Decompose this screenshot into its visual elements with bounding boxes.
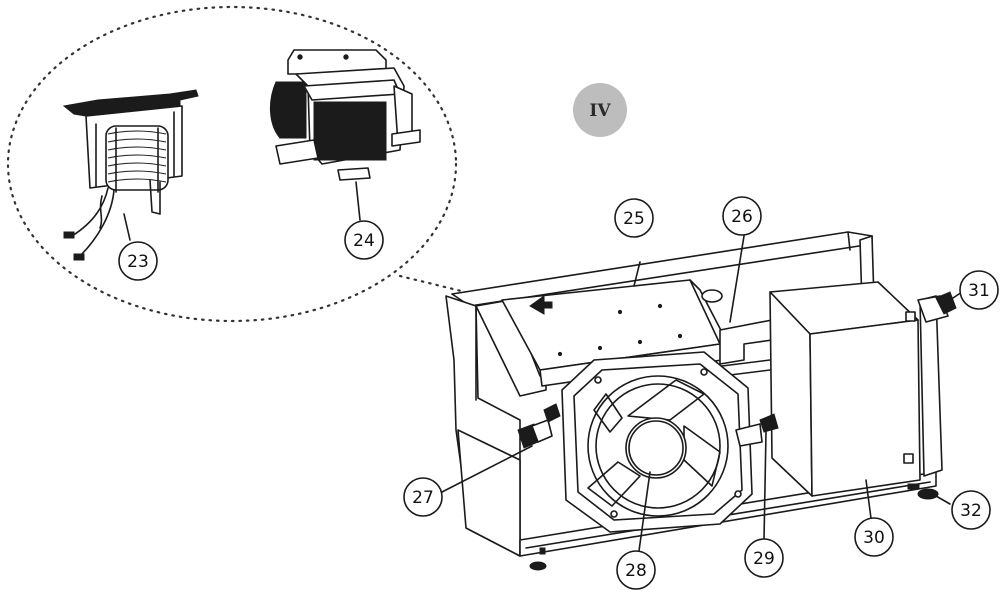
callout-label: 25: [623, 209, 645, 229]
callout-31: 31: [959, 270, 999, 310]
callout-label: 27: [412, 488, 434, 508]
callout-23: 23: [118, 241, 158, 281]
callout-label: 31: [968, 281, 990, 301]
callout-30: 30: [854, 517, 894, 557]
callout-25: 25: [614, 198, 654, 238]
transformer-part: [270, 49, 421, 221]
callout-label: 32: [960, 501, 982, 521]
section-badge: IV: [573, 83, 627, 137]
inductor-coil-part: [62, 89, 199, 261]
callout-label: 23: [127, 252, 149, 272]
callout-24: 24: [344, 220, 384, 260]
callout-label: 29: [753, 549, 775, 569]
mounting-screw-part: [735, 413, 779, 541]
section-badge-label: IV: [589, 101, 611, 121]
handle-screw-part: [441, 403, 561, 493]
callout-29: 29: [744, 538, 784, 578]
callout-26: 26: [722, 196, 762, 236]
cooling-fan-part: [561, 351, 753, 559]
callout-28: 28: [616, 550, 656, 590]
callout-label: 26: [731, 207, 753, 227]
side-knob-part: [917, 291, 963, 323]
callout-label: 24: [353, 231, 375, 251]
transformer-box-part: [769, 281, 943, 527]
callout-label: 30: [863, 528, 885, 548]
detail-magnifier: [6, 5, 500, 323]
callout-label: 28: [625, 561, 647, 581]
callout-27: 27: [403, 477, 443, 517]
callout-32: 32: [951, 490, 991, 530]
pointer-line-32: [935, 495, 951, 505]
